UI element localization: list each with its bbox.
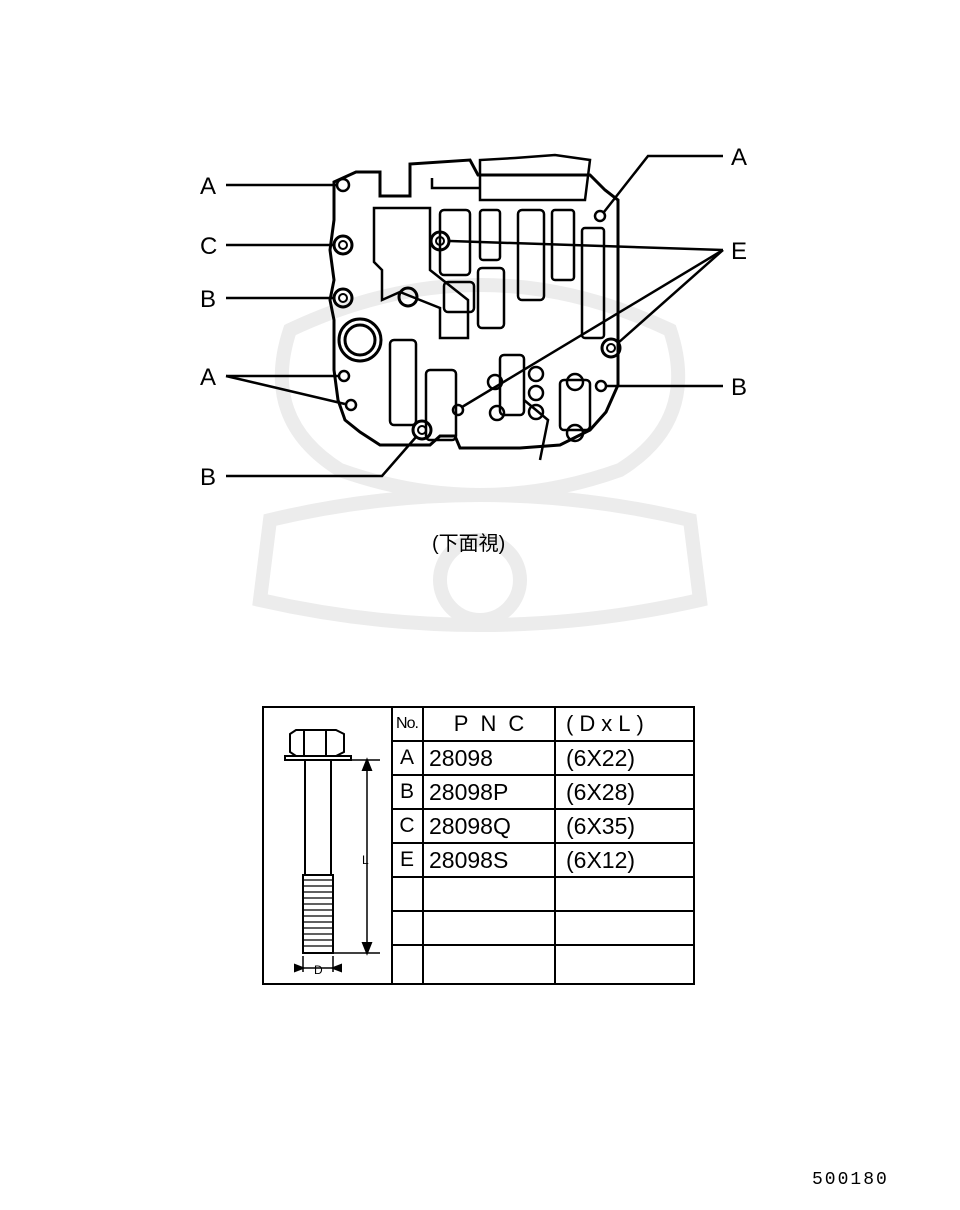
header-dimensions: (DxL) xyxy=(566,711,650,736)
row-dimensions xyxy=(556,912,695,944)
callout-left-a-lower: A xyxy=(200,364,216,391)
callout-left-c: C xyxy=(200,233,217,260)
table-header-row: No. PNC (DxL) xyxy=(392,708,695,742)
table-row xyxy=(392,912,695,946)
bolt-hole-b xyxy=(332,287,354,309)
table-row xyxy=(392,946,695,983)
bolt-hole-e xyxy=(600,337,622,359)
callout-right-e: E xyxy=(731,238,747,265)
bolt-hole-e xyxy=(451,403,465,417)
row-dimensions: (6X28) xyxy=(566,778,636,805)
row-pnc: 28098 xyxy=(424,742,556,774)
leader-lines xyxy=(225,154,724,478)
row-dimensions xyxy=(556,878,695,910)
valve-body-diagram: A C B A B A E B (下面視) xyxy=(200,144,747,632)
row-no xyxy=(392,878,424,910)
table-row: B 28098P (6X28) xyxy=(392,776,695,810)
header-no: No. xyxy=(392,708,424,740)
row-pnc xyxy=(424,946,556,983)
row-pnc xyxy=(424,912,556,944)
row-no: E xyxy=(392,844,424,876)
drawing-code: 500180 xyxy=(812,1170,889,1190)
valve-body xyxy=(328,153,620,461)
view-caption: (下面視) xyxy=(432,532,505,555)
callout-left-a-top: A xyxy=(200,173,216,200)
callout-left-b-bottom: B xyxy=(200,464,216,491)
row-no xyxy=(392,946,424,983)
row-pnc: 28098S xyxy=(424,844,556,876)
bolt-icon: L D xyxy=(284,729,380,977)
table-row xyxy=(392,878,695,912)
bolt-hole-e xyxy=(429,230,451,252)
table-row: C 28098Q (6X35) xyxy=(392,810,695,844)
row-dimensions: (6X35) xyxy=(566,812,636,839)
row-pnc: 28098P xyxy=(424,776,556,808)
length-dimension-label: L xyxy=(362,853,369,867)
diameter-dimension-label: D xyxy=(314,963,323,977)
bolt-spec-table: L D No. PNC (DxL) A 28098 (6X22) B 28098… xyxy=(262,706,695,985)
bolt-hole-b xyxy=(411,419,433,441)
row-no: B xyxy=(392,776,424,808)
table-row: A 28098 (6X22) xyxy=(392,742,695,776)
row-pnc: 28098Q xyxy=(424,810,556,842)
bolt-hole-b xyxy=(594,379,608,393)
callout-right-a: A xyxy=(731,144,747,171)
bolt-hole-a xyxy=(335,177,351,193)
row-dimensions: (6X22) xyxy=(566,744,636,771)
bolt-hole-c xyxy=(332,234,354,256)
bolt-hole-a xyxy=(337,369,351,383)
watermark-logo xyxy=(252,278,708,632)
bolt-hole-a xyxy=(344,398,358,412)
header-pnc: PNC xyxy=(424,708,556,740)
callout-right-b: B xyxy=(731,374,747,401)
row-pnc xyxy=(424,878,556,910)
callout-left-b-top: B xyxy=(200,286,216,313)
row-no: C xyxy=(392,810,424,842)
bolt-drawing-cell: L D xyxy=(264,708,393,983)
row-no: A xyxy=(392,742,424,774)
table-row: E 28098S (6X12) xyxy=(392,844,695,878)
row-dimensions xyxy=(556,946,695,983)
row-no xyxy=(392,912,424,944)
row-dimensions: (6X12) xyxy=(566,846,636,873)
bolt-hole-a xyxy=(593,209,607,223)
